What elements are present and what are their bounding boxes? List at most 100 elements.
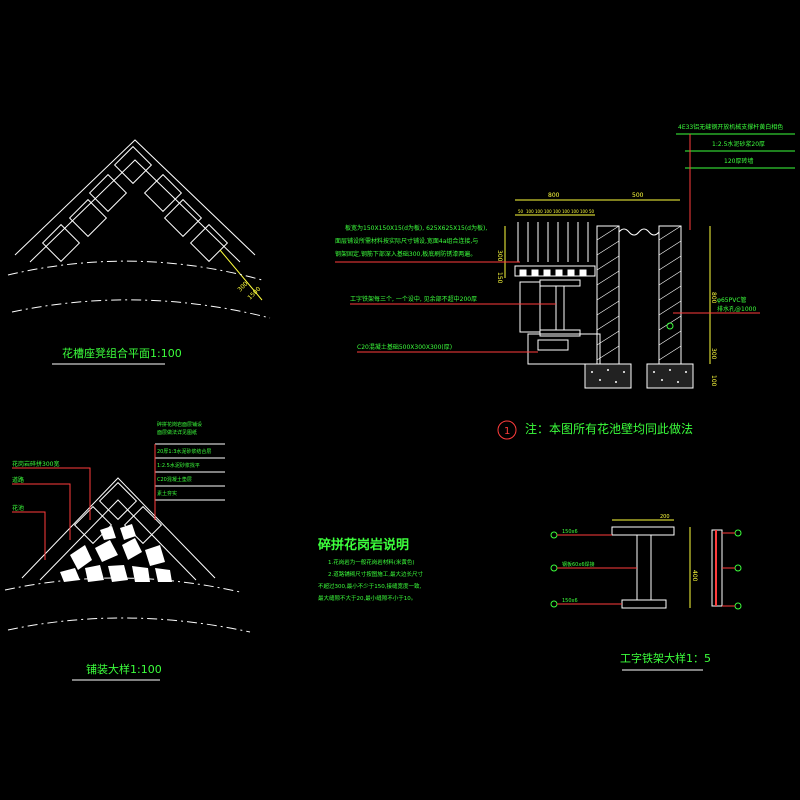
ibeam-plate-mid: 钢板60x6焊接	[562, 561, 595, 568]
dim-sub-7: 100	[580, 209, 588, 214]
granite-note-line-1: 1.花岗岩为一般花岗岩材料(米黄色)	[328, 558, 415, 566]
dim-sub-2: 100	[535, 209, 543, 214]
dim-sub-0: 50	[518, 209, 524, 214]
paving-right-label-4: 1:2.5水泥砂浆找平	[157, 462, 200, 469]
dim-left-2: 150	[496, 272, 503, 284]
left-footing	[584, 363, 632, 389]
pipe-note-1: φ65PVC管	[717, 296, 747, 304]
dim-right-2: 300	[710, 348, 717, 360]
dim-sub-4: 100	[553, 209, 561, 214]
plan-box-top	[113, 145, 153, 185]
dim-sub-3: 100	[544, 209, 552, 214]
paving-leader-1	[12, 467, 91, 520]
ibeam-width-text: 200	[660, 514, 670, 520]
dim-right-3: 100	[710, 375, 717, 387]
paving-left-labels: 花岗岩碎拼300宽 道路 花池	[12, 460, 91, 560]
ibeam-detail: 400 200 150x6 钢板60x6焊接 150x6	[550, 514, 742, 610]
plan-box-right-1	[143, 173, 183, 213]
plan-box-left-2	[68, 198, 108, 238]
granite-note-line-3: 不超过300,最小不少于150,接缝宽度一致,	[318, 582, 421, 590]
ibeam-note: 工字铁架每三个, 一个设中, 见余部不超中200厚	[350, 295, 477, 303]
plan-outer-outline	[14, 139, 256, 256]
section-top-label-3: 120厚砖墙	[724, 157, 753, 165]
dim-top-right-text: 500	[632, 192, 644, 199]
dim-sub-8: 50	[589, 209, 595, 214]
pipe-note-2: 排水孔@1000	[717, 305, 756, 313]
ibeam-right-marker-2	[734, 564, 742, 572]
note-number: 1	[504, 426, 510, 437]
ibeam-left-marker-1	[550, 531, 558, 539]
ibeam-web	[636, 534, 652, 601]
paving-road-curve-1	[4, 577, 241, 593]
right-wall	[658, 225, 682, 365]
granite-note-line-4: 最大缝隙不大于20,最小缝隙不小于10。	[318, 594, 416, 602]
right-footing	[646, 363, 694, 389]
soil-surface	[618, 228, 660, 236]
ibeam-left-marker-2	[550, 564, 558, 572]
crazy-paving-stones	[60, 524, 172, 582]
note-text: 注：本图所有花池壁均同此做法	[525, 421, 693, 436]
bench-top-board	[514, 265, 596, 277]
bench-ibeam	[519, 279, 581, 337]
bench-base-inner	[537, 339, 569, 351]
ibeam-right-marker-1	[734, 529, 742, 537]
paving-inner-outline	[39, 499, 197, 581]
paving-right-label-3: 20厚1:3水泥砂浆结合层	[157, 448, 211, 455]
ibeam-plate-top: 150x6	[562, 529, 578, 535]
paving-leader-2	[12, 483, 71, 540]
dim-top-left-text: 800	[548, 192, 560, 199]
granite-note-line-2: 2.道路铺砌尺寸按图施工,最大边长尺寸	[328, 570, 423, 578]
paving-outer-outline	[21, 477, 216, 579]
ibeam-left-marker-3	[550, 600, 558, 608]
ibeam-plate-bot: 150x6	[562, 598, 578, 604]
paving-right-labels: 碎拼花岗岩面层铺设 面层做法详见图纸 20厚1:3水泥砂浆结合层 1:2.5水泥…	[154, 421, 225, 520]
plan-box-left-1	[88, 173, 128, 213]
note-number-circle	[497, 420, 517, 440]
footing-gravel	[591, 369, 687, 383]
plan-box-right-3	[189, 223, 229, 263]
ibeam-right-marker-3	[734, 602, 742, 610]
paving-right-label-2: 面层做法详见图纸	[157, 429, 197, 436]
paving-leader-3	[12, 511, 46, 560]
granite-notes-title: 碎拼花岗岩说明	[318, 537, 409, 553]
section-top-label-2: 1:2.5水泥砂浆20厚	[712, 140, 765, 148]
planter-wall-section: 4E33铝无缝钢开放机械支撑杆黄白相色 1:2.5水泥砂浆20厚 120厚砖墙 …	[335, 123, 795, 389]
planter-bench-plan	[14, 139, 263, 301]
plan-box-right-2	[163, 198, 203, 238]
plan-road-curve-2	[11, 299, 271, 319]
section-left-note-3: 钢架固定,钢筋下部深入基础300,板底刷防锈漆两遍。	[335, 250, 476, 258]
paving-right-label-1: 碎拼花岗岩面层铺设	[157, 421, 202, 428]
dim-right-1: 800	[710, 292, 717, 304]
drain-pipe-icon	[666, 322, 674, 330]
section-left-note-2: 面层铺设所需材料按实际尺寸铺设,宽面4a组合连接,与	[335, 237, 478, 245]
ibeam-bottom-flange	[621, 599, 667, 609]
right-wall-hatch	[658, 225, 682, 361]
paving-road-curve-2	[7, 617, 251, 633]
section-left-note-1: 板宽为150X150X15(d为板), 625X625X15(d为板),	[345, 224, 487, 232]
plan-box-left-3	[41, 223, 81, 263]
plan-dim-2: 1500	[246, 286, 262, 302]
plan-title: 花槽座凳组合平面1:100	[62, 346, 182, 360]
paving-left-label-2: 道路	[12, 476, 24, 484]
dim-sub-5: 100	[562, 209, 570, 214]
bench-base	[527, 333, 601, 365]
dim-sub-6: 100	[571, 209, 579, 214]
dim-sub-texts: 50 100 100 100 100 100 100 100 50	[518, 209, 595, 214]
bench-slats	[514, 222, 596, 277]
dim-left-1: 300	[496, 250, 503, 262]
base-note: C20混凝土基础500X300X300(厚)	[357, 343, 452, 351]
section-top-label-1: 4E33铝无缝钢开放机械支撑杆黄白相色	[678, 123, 783, 131]
paving-box-top	[98, 481, 138, 521]
paving-title: 铺装大样1:100	[86, 662, 162, 676]
paving-left-label-3: 花池	[12, 504, 24, 512]
paving-right-label-5: C20混凝土垫层	[157, 476, 192, 483]
paving-left-label-1: 花岗岩碎拼300宽	[12, 460, 59, 468]
left-wall-hatch	[596, 225, 620, 361]
plan-road-curve-1	[7, 260, 263, 281]
paving-detail	[21, 477, 216, 582]
paving-right-label-6: 素土夯实	[157, 490, 177, 497]
ibeam-height-text: 400	[691, 570, 698, 582]
ibeam-top-flange	[611, 526, 675, 536]
